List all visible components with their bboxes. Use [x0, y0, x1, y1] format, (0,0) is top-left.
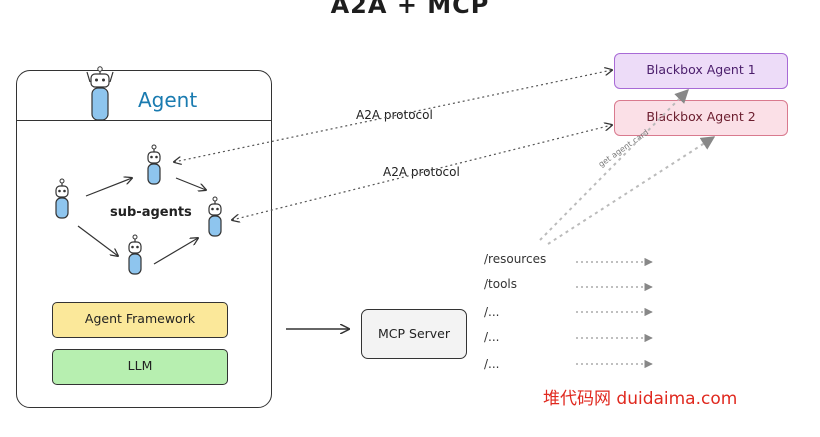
mcp-path-tools: /tools	[484, 277, 518, 291]
sub-agent-robot-icon-left	[55, 178, 69, 219]
mcp-path-more-3: /...	[484, 357, 500, 371]
agent-robot-icon	[86, 66, 114, 121]
a2a-connector-1	[174, 70, 612, 162]
mcp-path-more-1: /...	[484, 305, 500, 319]
diagram-title: A2A + MCP	[330, 0, 490, 19]
sub-agents-label: sub-agents	[110, 205, 192, 220]
sub-agent-robot-icon-top	[147, 144, 161, 185]
agent-framework-box: Agent Framework	[52, 302, 228, 338]
mcp-path-arrows	[576, 257, 653, 369]
blackbox-agent-1: Blackbox Agent 1	[614, 53, 788, 89]
agent-card-connector-1	[539, 89, 689, 241]
mcp-server-box: MCP Server	[361, 309, 467, 359]
subagent-arrow	[77, 225, 118, 256]
sub-agent-robot-icon-bottom	[128, 234, 142, 275]
subagent-arrow	[175, 177, 206, 190]
sub-agent-robot-icon-right	[208, 196, 222, 237]
blackbox-agent-2: Blackbox Agent 2	[614, 100, 788, 136]
watermark-text: 堆代码网 duidaima.com	[537, 383, 807, 415]
agent-header-divider	[16, 120, 272, 121]
subagent-arrow	[153, 238, 198, 265]
a2a-connector-2	[232, 125, 612, 220]
subagent-arrow	[85, 178, 132, 197]
llm-box: LLM	[52, 349, 228, 385]
agent-card-connector-2	[547, 136, 716, 245]
mcp-path-resources: /resources	[484, 252, 547, 266]
mcp-path-more-2: /...	[484, 330, 500, 344]
